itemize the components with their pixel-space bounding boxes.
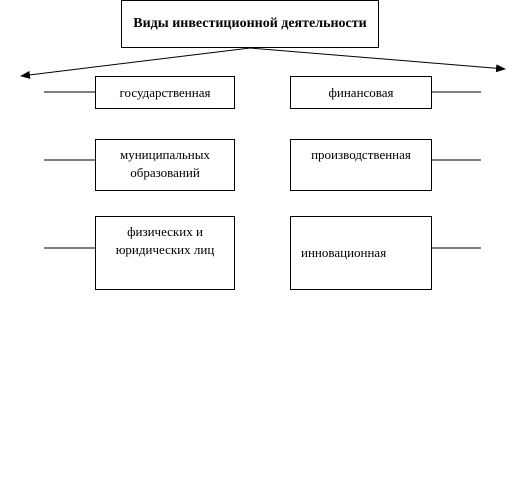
right-box-2: производственная bbox=[290, 139, 432, 191]
arrow-left bbox=[20, 47, 251, 79]
left-box-3-label: физических и юридических лиц bbox=[115, 224, 215, 257]
right-box-2-label: производственная bbox=[311, 147, 411, 162]
left-box-1-label: государственная bbox=[119, 84, 211, 100]
left-box-2: муниципальных образований bbox=[95, 139, 235, 191]
right-box-1: финансовая bbox=[290, 76, 432, 109]
right-box-3-label: инновационная bbox=[301, 245, 387, 260]
right-box-3: инновационная bbox=[290, 216, 432, 290]
left-box-3: физических и юридических лиц bbox=[95, 216, 235, 290]
diagram-title-text: Виды инвестиционной деятельности bbox=[133, 16, 367, 31]
left-box-2-label: муниципальных образований bbox=[119, 147, 210, 180]
left-box-1: государственная bbox=[95, 76, 235, 109]
arrow-right bbox=[249, 47, 506, 73]
right-box-1-label: финансовая bbox=[328, 84, 394, 100]
diagram-title: Виды инвестиционной деятельности bbox=[121, 0, 379, 48]
